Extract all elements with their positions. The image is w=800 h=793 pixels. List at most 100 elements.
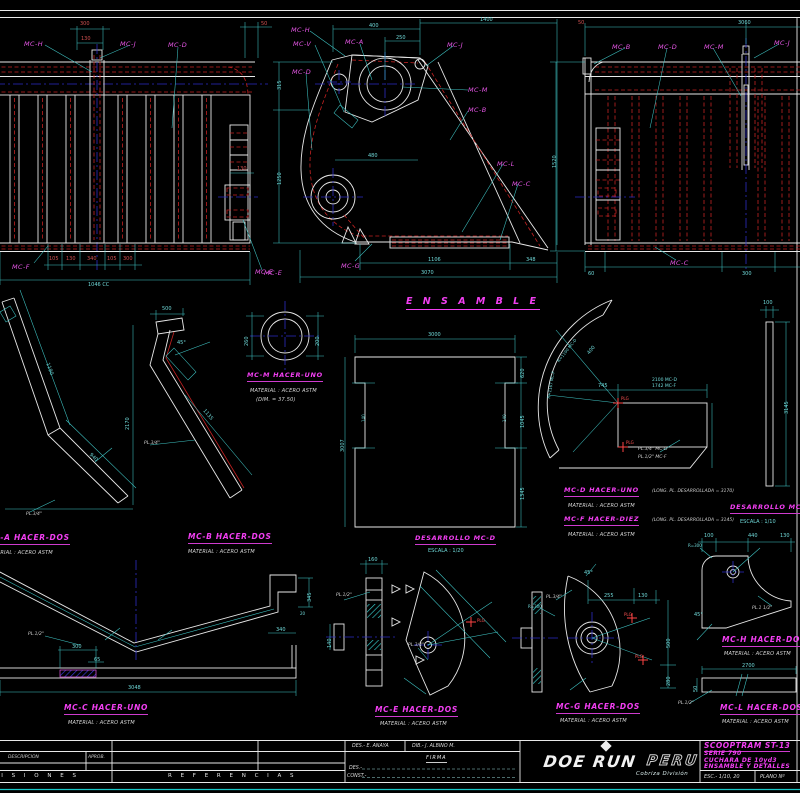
mc-g-dim: 280 bbox=[666, 676, 672, 686]
tb-aprob-label: APROB. bbox=[88, 755, 105, 760]
des-f-dim: 3145 bbox=[784, 401, 790, 414]
detail-mc-a-linework bbox=[0, 289, 137, 513]
mc-g-dim: 45° bbox=[584, 570, 593, 576]
rear-dim: 130 bbox=[81, 36, 91, 42]
side-label-mc-e: MC-E bbox=[264, 269, 283, 277]
side-label-mc-h: MC-H bbox=[291, 26, 310, 34]
mc-c-material: MATERIAL : ACERO ASTM bbox=[68, 720, 135, 726]
desarrollo-mc-f-title: DESARROLLO MC-F bbox=[730, 503, 800, 514]
side-dim: 480 bbox=[368, 153, 378, 159]
des-d-dim: 3007 bbox=[340, 439, 346, 452]
mc-a-material: MATERIAL : ACERO ASTM bbox=[0, 550, 53, 556]
mc-g-material: MATERIAL : ACERO ASTM bbox=[560, 718, 627, 724]
side-label-mc-b: MC-B bbox=[468, 106, 487, 114]
fan-plg: PLG bbox=[626, 440, 634, 445]
mc-c-dim: 300 bbox=[72, 644, 82, 650]
mc-e-dim: 160 bbox=[368, 557, 378, 563]
side-label-mc-c: MC-C bbox=[512, 180, 531, 188]
tb-firma-const-label: CONST.- bbox=[347, 774, 367, 779]
mc-g-title: MC-G HACER-DOS bbox=[556, 702, 641, 714]
mc-m-dim: 200 bbox=[315, 336, 321, 346]
mc-g-pl-note: PL.3/4" bbox=[546, 595, 562, 600]
mc-b-material: MATERIAL : ACERO ASTM bbox=[188, 549, 255, 555]
mc-l-dim: 50 bbox=[693, 685, 699, 692]
ensamble-title: E N S A M B L E bbox=[406, 296, 540, 310]
rear-dim: 300 bbox=[80, 21, 90, 27]
tb-revisiones-label: R E V I S I O N E S bbox=[0, 773, 80, 779]
des-d-dim: 140 bbox=[361, 414, 366, 422]
front-label-mc-m: MC-M bbox=[704, 43, 724, 51]
rear-dim: 130 bbox=[237, 166, 247, 172]
rear-label-mc-j: MC-J bbox=[120, 40, 137, 48]
rear-label-mc-h: MC-H bbox=[24, 40, 43, 48]
des-d-dim: 1345 bbox=[520, 487, 526, 500]
side-dim: 1250 bbox=[277, 172, 283, 185]
rear-dim: 340 bbox=[87, 256, 97, 262]
mc-c-dim: 345 bbox=[307, 592, 313, 602]
mc-h-radius: R=300 bbox=[688, 543, 702, 548]
sheet-frame bbox=[0, 10, 800, 791]
fan-dim: 745 bbox=[598, 383, 608, 389]
mc-m-material: MATERIAL : ACERO ASTM bbox=[250, 388, 317, 394]
side-dim: 3070 bbox=[421, 270, 434, 276]
side-dim: 1400 bbox=[480, 17, 493, 23]
des-f-dim: 100 bbox=[763, 300, 773, 306]
tb-firma-label: FIRMA bbox=[426, 755, 447, 763]
front-label-mc-c: MC-C bbox=[670, 259, 689, 267]
mc-g-radius: R=300 bbox=[528, 604, 542, 609]
desarrollo-mc-f-scale: ESCALA : 1/10 bbox=[740, 519, 776, 525]
tb-project-title: SCOOPTRAM ST-13 bbox=[704, 741, 791, 752]
mc-g-dim: 500 bbox=[666, 638, 672, 648]
mc-c-pl-note: PL.1/2" bbox=[28, 632, 44, 637]
rear-label-mc-d: MC-D bbox=[168, 41, 188, 49]
side-dim: 400 bbox=[369, 23, 379, 29]
rear-view-linework bbox=[0, 22, 272, 285]
mc-c-dim: 340 bbox=[276, 627, 286, 633]
detail-mc-h-linework bbox=[696, 538, 795, 641]
detail-mc-m-linework bbox=[246, 301, 324, 371]
side-view-linework bbox=[273, 19, 558, 283]
des-d-dim: 1045 bbox=[520, 415, 526, 428]
tb-referencias-label: R E F E R E N C I A S bbox=[168, 773, 298, 779]
tb-company-name: DOE RUN bbox=[542, 752, 638, 771]
desarrollo-mc-d-scale: ESCALA : 1/20 bbox=[428, 548, 464, 554]
detail-mc-d-f-linework bbox=[537, 299, 713, 469]
tb-serie: SERIE 790 bbox=[704, 750, 742, 757]
fan-dim: 1742 MC-F bbox=[652, 384, 677, 389]
mc-m-title: MC-M HACER-UNO bbox=[247, 371, 323, 382]
mc-g-plg: PLG bbox=[624, 612, 632, 617]
mc-m-note: (DIM. = 37.50) bbox=[256, 397, 296, 403]
mc-e-pl-note: PL.3/4" bbox=[408, 643, 424, 648]
mc-a-pl-note: PL.3/4" bbox=[26, 512, 42, 517]
rear-dim: 300 bbox=[123, 256, 133, 262]
side-label-mc-v: MC-V bbox=[293, 40, 312, 48]
side-label-mc-g: MC-G bbox=[341, 262, 361, 270]
front-dim: 300 bbox=[742, 271, 752, 277]
detail-mc-e-linework bbox=[326, 560, 507, 696]
mc-f-note: (LONG. PL. DESARROLLADA = 3145) bbox=[652, 518, 734, 523]
mc-c-dim: 20 bbox=[300, 611, 306, 616]
tb-designer: DES.- E. ANAYA bbox=[352, 744, 389, 749]
mc-d-note: (LONG. PL. DESARROLLADA = 3170) bbox=[652, 489, 734, 494]
rear-dim: 105 bbox=[49, 256, 59, 262]
mc-h-dim: 100 bbox=[704, 533, 714, 539]
mc-m-dim: 260 bbox=[244, 336, 250, 346]
mc-h-pl-note: PL.1 1/2" bbox=[752, 606, 773, 611]
side-label-mc-m: MC-M bbox=[468, 86, 488, 94]
des-d-dim: 140 bbox=[502, 414, 507, 422]
fan-pl-note: PL.3/4" MC-D bbox=[638, 447, 668, 452]
front-dim: 3060 bbox=[738, 20, 751, 26]
mc-e-title: MC-E HACER-DOS bbox=[375, 705, 458, 717]
mc-c-dim: 65 bbox=[94, 657, 101, 663]
side-dim: 348 bbox=[526, 257, 536, 263]
desarrollo-mc-d-title: DESARROLLO MC-D bbox=[415, 534, 496, 545]
tb-scale: ESC.- 1/10, 20 bbox=[704, 774, 740, 780]
mc-l-dim: 2700 bbox=[742, 663, 755, 669]
fan-dim: 2100 MC-D bbox=[652, 378, 677, 383]
mc-b-dim: 500 bbox=[162, 306, 172, 312]
tb-country-name: PERU bbox=[645, 753, 700, 770]
front-label-mc-d: MC-D bbox=[658, 43, 678, 51]
mc-h-dim: 130 bbox=[780, 533, 790, 539]
detail-mc-b-linework bbox=[149, 308, 253, 499]
